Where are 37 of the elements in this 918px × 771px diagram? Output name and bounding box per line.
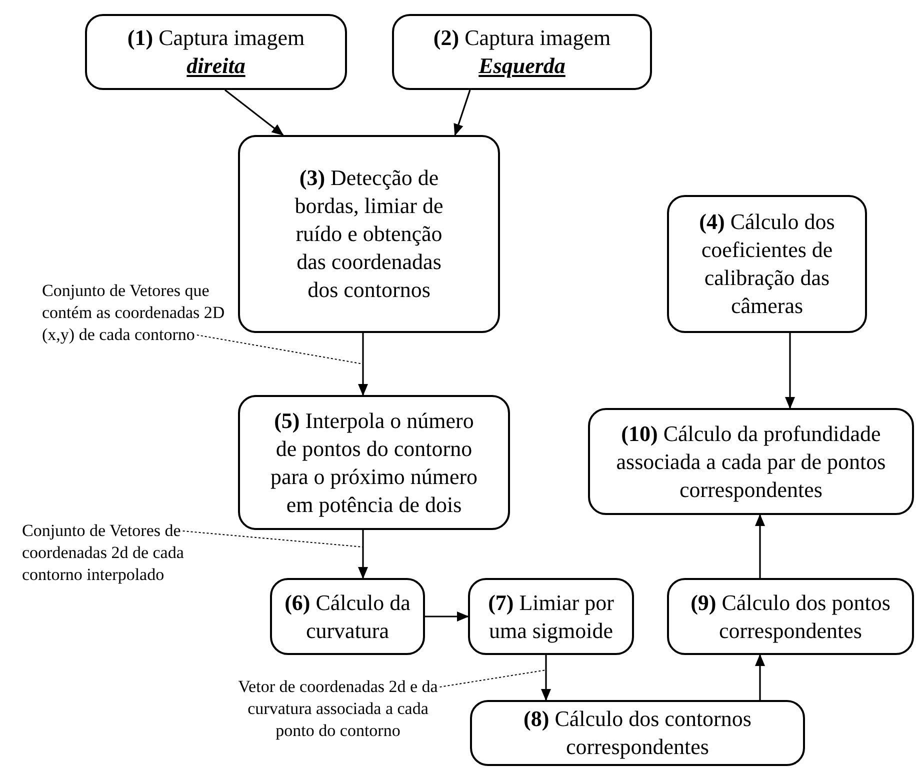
leader-line <box>182 530 364 548</box>
arrow <box>541 655 551 701</box>
camera-side-text: direita <box>186 52 246 80</box>
leader-line <box>196 334 364 364</box>
step-text: (5) Interpola o número de pontos do contorno para o próximo número em potência de dois <box>269 406 479 518</box>
process-box <box>85 14 347 90</box>
step-text: (9) Cálculo dos pontos correspondentes <box>690 588 892 644</box>
step-text: (3) Detecção de bordas, limiar de ruído e obtenção das coordenadas dos contornos <box>294 164 444 304</box>
arrow <box>224 89 284 136</box>
arrow <box>358 530 368 579</box>
arrow <box>755 654 765 700</box>
annotation-text: Conjunto de Vetores de coordenadas 2d de cada contorno interpolado <box>22 520 185 586</box>
process-box <box>470 700 805 766</box>
arrow <box>358 333 368 396</box>
leader-line <box>439 670 546 688</box>
arrow <box>755 514 765 578</box>
step-text: (10) Cálculo da profundidade associada a cada par de pontos correspondentes <box>615 420 887 504</box>
arrow <box>425 612 469 622</box>
arrow <box>454 90 471 136</box>
process-box <box>468 578 634 655</box>
process-box <box>392 14 652 90</box>
step-text: (4) Cálculo dos coeficientes de calibração das câmeras <box>698 208 836 320</box>
step-text: (8) Cálculo dos contornos correspondentes <box>522 705 752 761</box>
step-text: (2) Captura imagem <box>433 24 611 52</box>
arrow <box>785 333 795 409</box>
process-box <box>667 578 914 655</box>
process-box <box>667 195 867 333</box>
camera-side-text: Esquerda <box>478 52 566 80</box>
process-box <box>270 578 425 655</box>
annotation-text: Conjunto de Vetores que contém as coordenadas 2D (x,y) de cada contorno <box>42 280 226 346</box>
process-box <box>588 408 914 515</box>
step-text: (6) Cálculo da curvatura <box>284 588 412 644</box>
process-box <box>238 135 500 333</box>
step-text: (1) Captura imagem <box>127 24 305 52</box>
step-text: (7) Limiar por uma sigmoide <box>487 588 615 644</box>
annotation-text: Vetor de coordenadas 2d e da curvatura associada a cada ponto do contorno <box>237 676 439 742</box>
process-box <box>238 395 510 530</box>
